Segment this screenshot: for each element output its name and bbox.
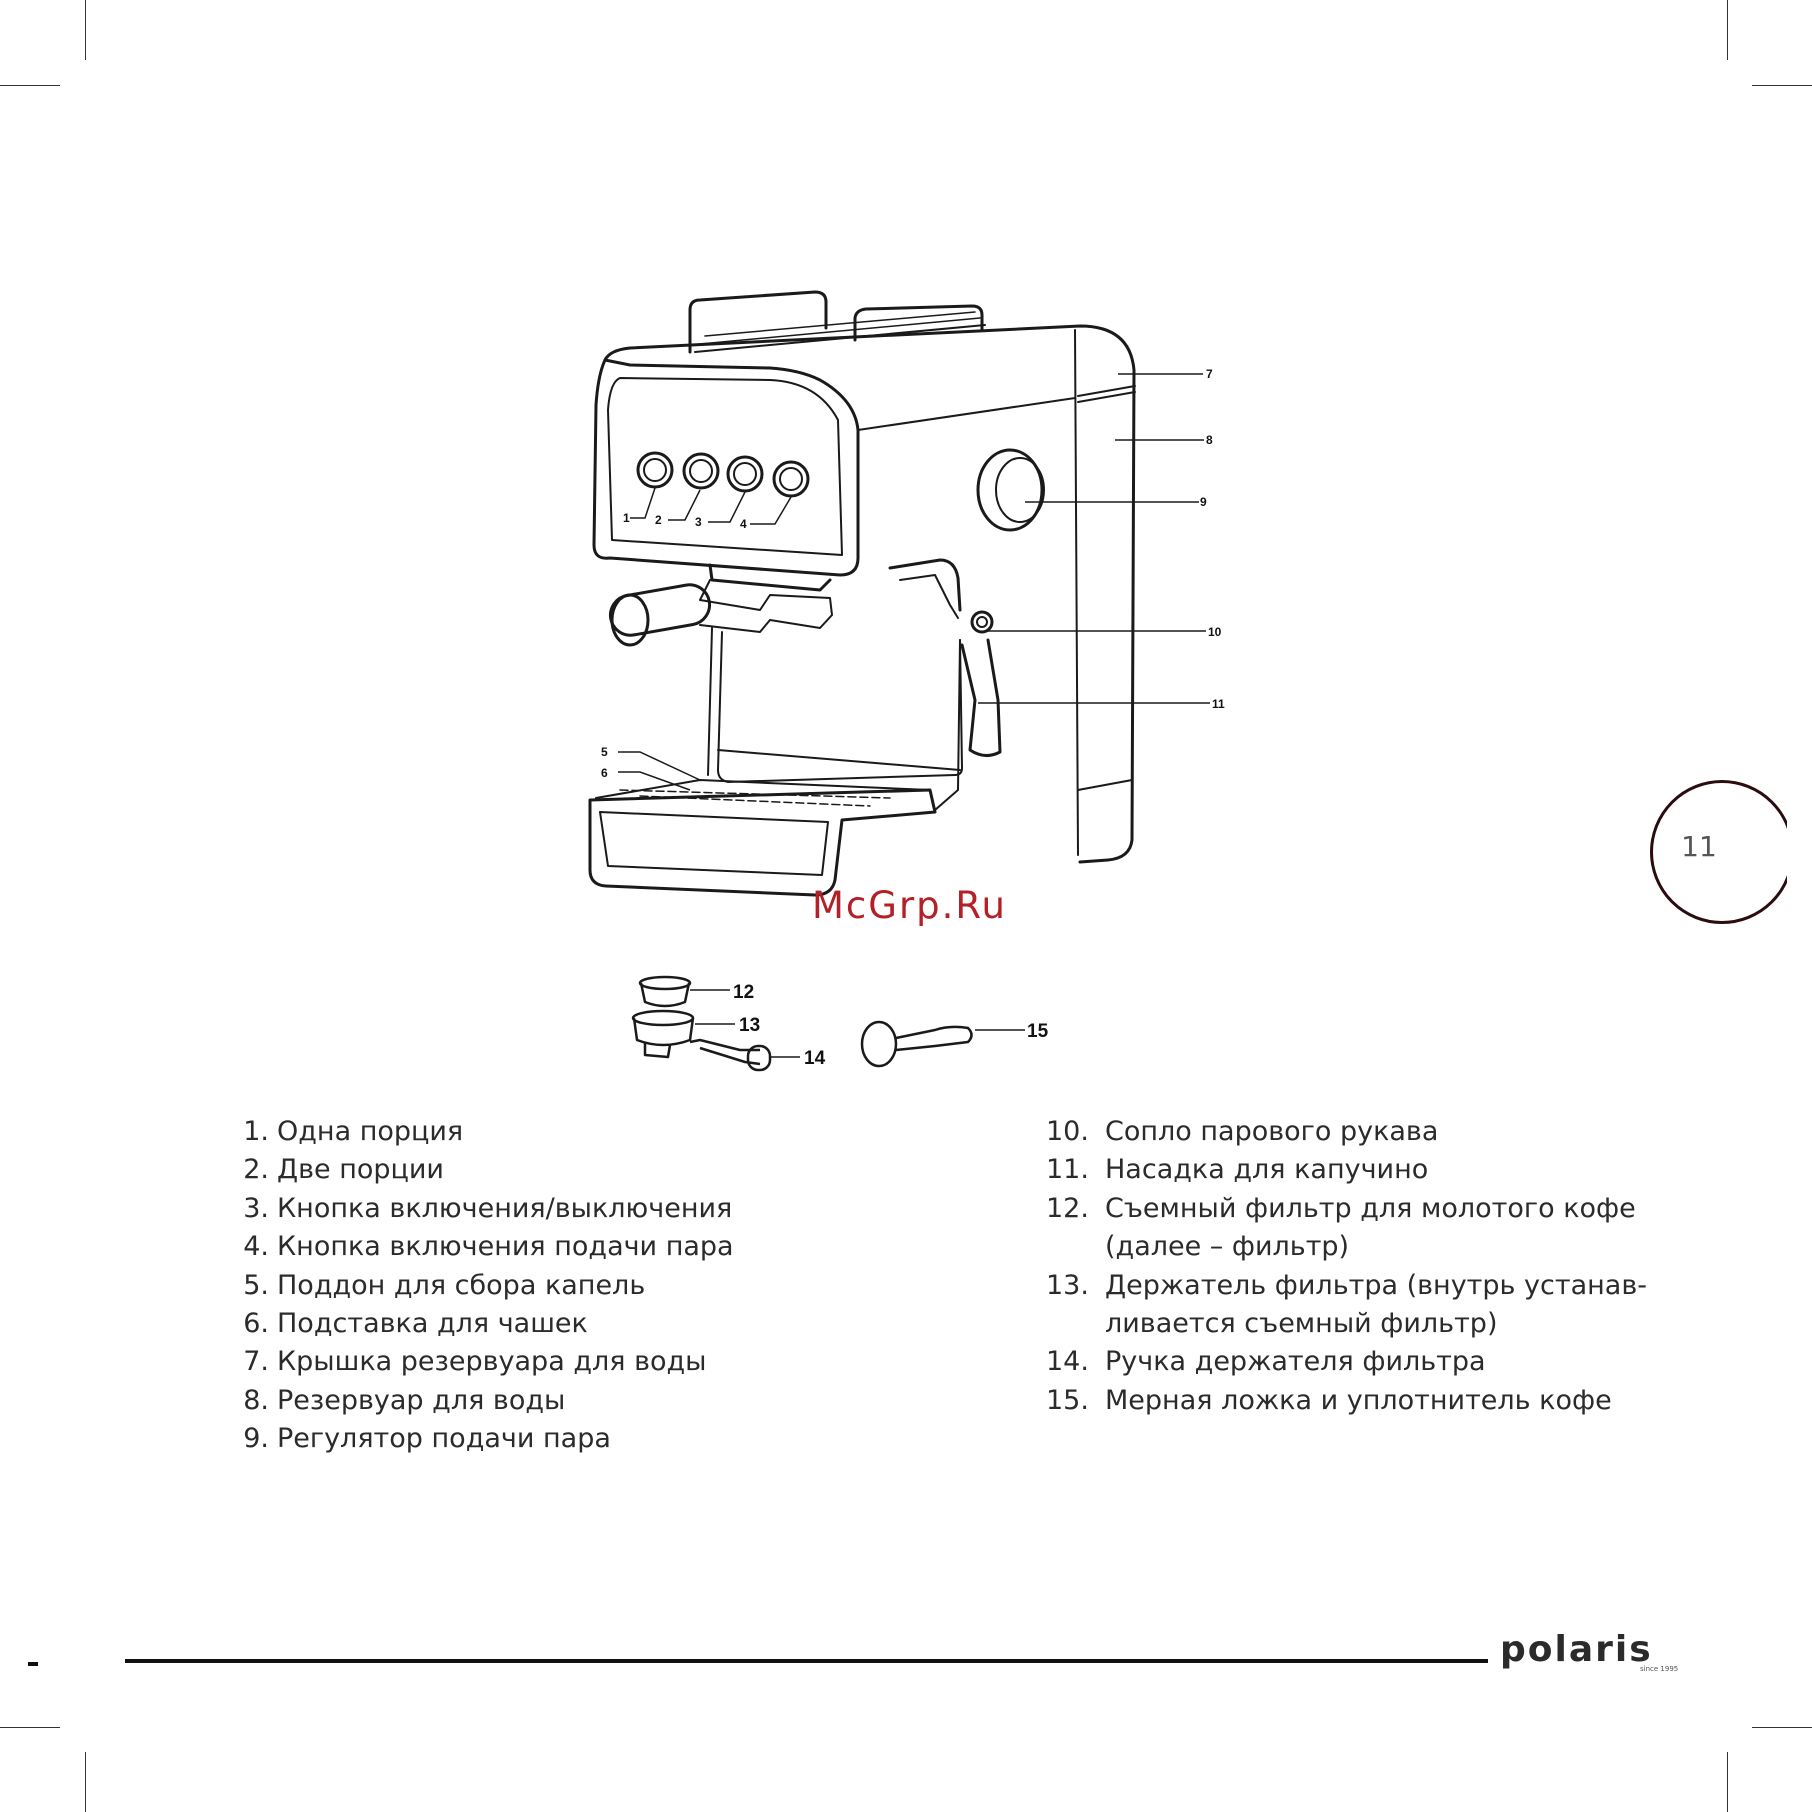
callout-5: 5 bbox=[601, 745, 608, 759]
crop-mark bbox=[1727, 1752, 1728, 1812]
crop-mark bbox=[1752, 85, 1812, 86]
list-item: 10.Сопло парового рукава bbox=[1046, 1116, 1439, 1147]
crop-mark bbox=[1752, 1727, 1812, 1728]
parts-list-left: 1.Одна порция 2.Две порции 3.Кнопка вклю… bbox=[240, 1113, 1020, 1459]
list-item: 11.Насадка для капучино bbox=[1046, 1154, 1429, 1186]
brand-logo: polaris bbox=[1500, 1629, 1653, 1670]
callout-8: 8 bbox=[1206, 433, 1213, 447]
callout-7: 7 bbox=[1206, 367, 1213, 381]
list-item: 1.Одна порция bbox=[243, 1116, 464, 1147]
list-item: 3.Кнопка включения/выключения bbox=[243, 1192, 733, 1224]
callout-6: 6 bbox=[601, 766, 608, 780]
page-number: 11 bbox=[1681, 830, 1717, 863]
list-item: 6.Подставка для чашек bbox=[243, 1308, 588, 1340]
list-item: 4.Кнопка включения подачи пара bbox=[243, 1231, 734, 1263]
callout-11: 11 bbox=[1212, 697, 1225, 711]
callout-3: 3 bbox=[695, 515, 702, 529]
list-item: 5.Поддон для сбора капель bbox=[243, 1269, 646, 1301]
crop-mark bbox=[85, 1752, 86, 1812]
page-badge-mask bbox=[1787, 770, 1812, 930]
list-item: (далее – фильтр) bbox=[1105, 1231, 1350, 1263]
parts-list-right: 10.Сопло парового рукава 11.Насадка для … bbox=[1046, 1113, 1766, 1420]
list-item: 15.Мерная ложка и уплотнитель кофе bbox=[1046, 1384, 1612, 1416]
callout-9: 9 bbox=[1200, 495, 1207, 509]
callout-14: 14 bbox=[804, 1048, 826, 1069]
list-item: 13.Держатель фильтра (внутрь устанав- bbox=[1046, 1269, 1647, 1301]
callout-2: 2 bbox=[655, 513, 662, 527]
callout-15: 15 bbox=[1027, 1021, 1049, 1042]
watermark: McGrp.Ru bbox=[812, 884, 1007, 927]
crop-mark bbox=[1727, 0, 1728, 60]
brand-since: since 1995 bbox=[1640, 1665, 1679, 1673]
footer-dash bbox=[28, 1662, 38, 1666]
crop-mark bbox=[0, 85, 60, 86]
callout-4: 4 bbox=[740, 517, 747, 531]
callout-1: 1 bbox=[623, 511, 630, 525]
callout-12: 12 bbox=[733, 982, 754, 1003]
list-item: 8.Резервуар для воды bbox=[243, 1384, 566, 1416]
callout-13: 13 bbox=[739, 1015, 760, 1036]
crop-mark bbox=[85, 0, 86, 60]
coffee-machine-diagram: 1 2 3 4 5 6 7 8 9 10 11 12 13 14 bbox=[588, 290, 1225, 1072]
list-item: ливается съемный фильтр) bbox=[1105, 1308, 1498, 1340]
list-item: 7.Крышка резервуара для воды bbox=[243, 1346, 707, 1378]
crop-mark bbox=[0, 1727, 60, 1728]
list-item: 9.Регулятор подачи пара bbox=[243, 1423, 611, 1455]
footer-rule bbox=[125, 1659, 1488, 1663]
list-item: 12.Съемный фильтр для молотого кофе bbox=[1046, 1192, 1636, 1224]
callout-10: 10 bbox=[1208, 625, 1222, 639]
list-item: 14.Ручка держателя фильтра bbox=[1046, 1346, 1486, 1378]
list-item: 2.Две порции bbox=[243, 1154, 444, 1186]
